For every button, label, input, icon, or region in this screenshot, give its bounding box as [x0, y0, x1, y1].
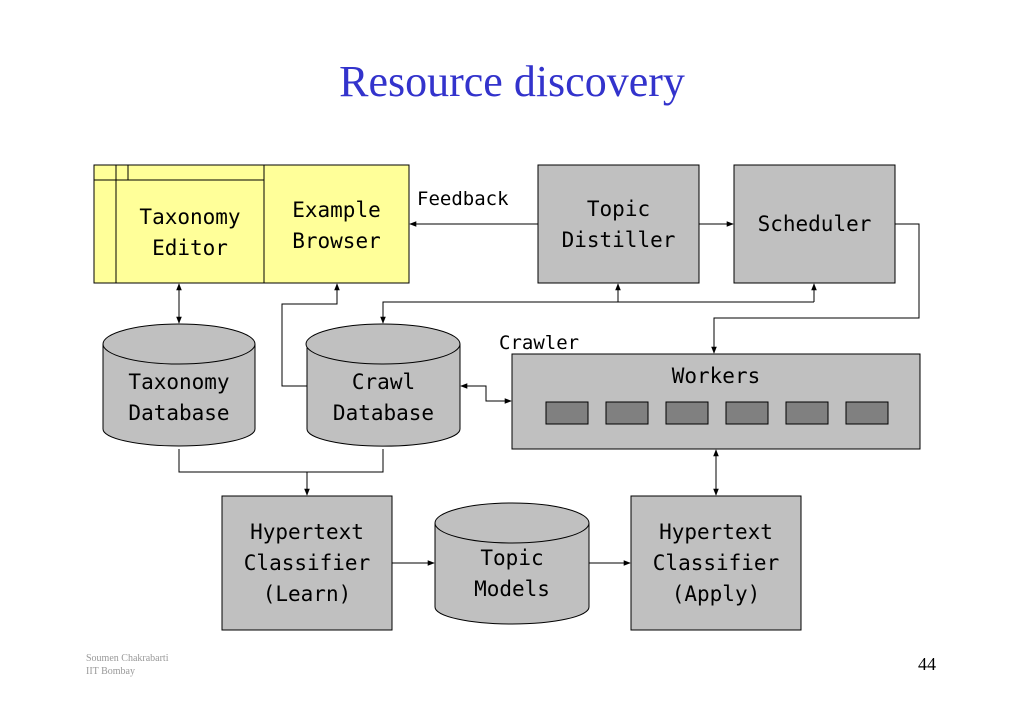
worker-slot [545, 401, 589, 425]
worker-slot [785, 401, 829, 425]
scheduler-label: Scheduler [757, 212, 872, 236]
worker-slot [665, 401, 709, 425]
crawldb-bus-line [382, 301, 814, 323]
classifier-apply-box [630, 495, 802, 631]
gui-panel [93, 164, 410, 284]
crawldb-workers-arrow [460, 383, 512, 404]
taxonomy-database-cylinder [102, 323, 256, 447]
topic-models-cylinder [434, 502, 590, 625]
classifier-apply-label: Hypertext Classifier (Apply) [652, 520, 780, 606]
scheduler-box [733, 164, 896, 284]
worker-slots [545, 401, 889, 425]
classifier-learn-box [221, 495, 393, 631]
classifier-learn-label: Hypertext Classifier (Learn) [243, 520, 371, 606]
taxonomy-editor-label: Taxonomy Editor [139, 205, 241, 260]
topic-distiller-label: Topic Distiller [561, 197, 676, 252]
topic-models-label: Topic Models [474, 546, 550, 601]
example-browser-label: Example Browser [292, 198, 381, 253]
topic-distiller-box [537, 164, 700, 284]
crawler-label: Crawler [499, 332, 580, 354]
worker-slot [725, 401, 769, 425]
crawl-database-label: Crawl Database [332, 370, 435, 425]
connectors [176, 221, 920, 566]
crawldb-to-browser-arrow [281, 283, 340, 387]
workers-label: Workers [671, 364, 761, 388]
worker-slot [605, 401, 649, 425]
taxonomy-database-label: Taxonomy Database [128, 370, 230, 425]
feedback-label: Feedback [417, 188, 509, 210]
scheduler-to-workers-arrow [711, 223, 920, 354]
slide-title: Resource discovery [339, 57, 685, 106]
dbs-join-line [178, 449, 384, 473]
crawl-database-cylinder [305, 323, 461, 447]
worker-slot [845, 401, 889, 425]
page-number: 44 [918, 654, 936, 674]
footer-author: Soumen Chakrabarti IIT Bombay [86, 653, 169, 677]
